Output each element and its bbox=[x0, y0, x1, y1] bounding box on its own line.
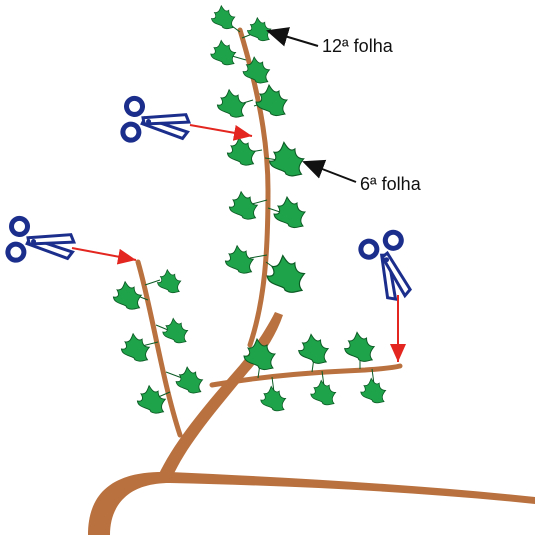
leaf-icon bbox=[229, 192, 267, 220]
leaves bbox=[113, 6, 385, 413]
cut-arrows bbox=[72, 125, 398, 362]
leaf-icon bbox=[242, 18, 271, 41]
cut-arrow-main bbox=[190, 125, 252, 136]
leaf-icon bbox=[266, 256, 304, 293]
leaf-icon bbox=[268, 197, 305, 228]
leaf-icon bbox=[311, 371, 336, 405]
scissors-icon bbox=[7, 217, 76, 267]
leaf-icon bbox=[145, 270, 181, 293]
leaf-icon bbox=[156, 318, 188, 342]
leaf-icon bbox=[166, 367, 202, 393]
scissors-icon bbox=[359, 230, 420, 305]
leaf-icon bbox=[361, 369, 386, 403]
leaf-icon bbox=[265, 142, 304, 176]
scissors-icon bbox=[122, 97, 191, 147]
leaf-icon bbox=[212, 6, 241, 32]
leaf-icon bbox=[345, 332, 374, 369]
cut-arrow-left bbox=[72, 248, 136, 260]
leaf-icon bbox=[217, 90, 253, 118]
leaf-12-arrow bbox=[268, 31, 318, 46]
leaf-icon bbox=[121, 334, 158, 362]
leaf-12-label: 12ª folha bbox=[322, 36, 394, 56]
leaf-icon bbox=[261, 377, 286, 411]
leaf-6-label: 6ª folha bbox=[360, 174, 422, 194]
leaf-icon bbox=[225, 246, 267, 274]
leaf-icon bbox=[227, 138, 262, 166]
leaf-icon bbox=[211, 40, 246, 64]
leaf-icon bbox=[299, 334, 328, 372]
leaf-6-arrow bbox=[304, 162, 356, 182]
